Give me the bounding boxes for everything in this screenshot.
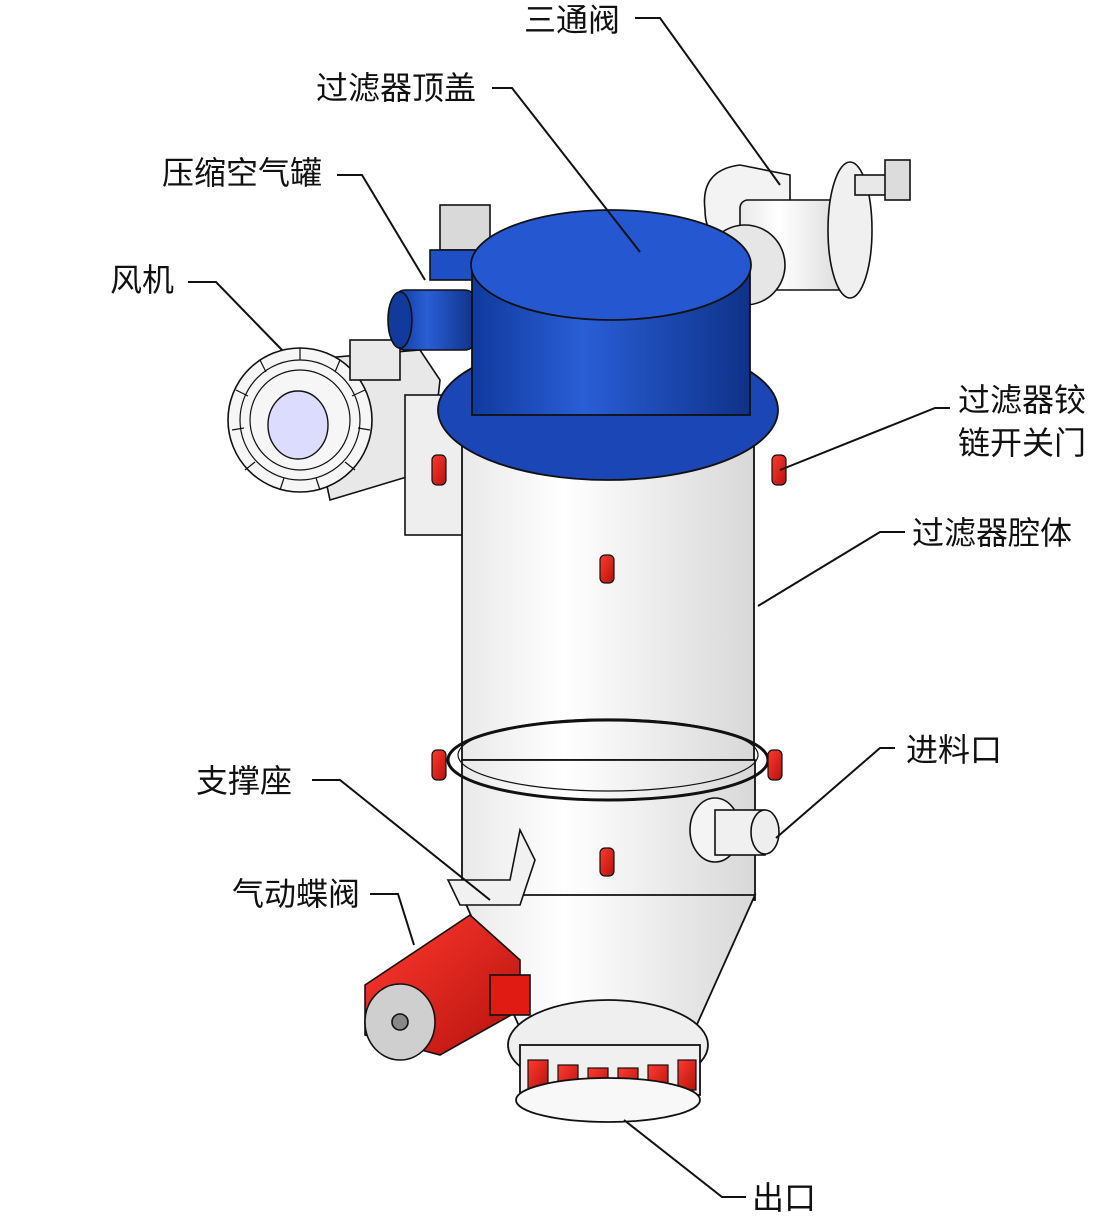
label-filter-hinge-door-line1: 过滤器铰: [958, 381, 1087, 419]
hinge-clamps: [431, 454, 787, 877]
label-fan: 风机: [110, 261, 175, 299]
label-inlet: 进料口: [906, 731, 1003, 769]
fan-unit: [227, 339, 466, 536]
label-pneumatic-butterfly-valve: 气动蝶阀: [232, 875, 361, 913]
pneumatic-butterfly-valve: [364, 913, 531, 1061]
label-support-seat: 支撑座: [196, 762, 293, 800]
label-filter-hinge-door-line2: 链开关门: [958, 424, 1087, 462]
support-seat: [446, 827, 536, 906]
filter-top-cover: [437, 209, 779, 481]
label-outlet: 出口: [752, 1179, 817, 1217]
label-filter-top-cover: 过滤器顶盖: [316, 69, 477, 107]
inlet-pipe: [689, 797, 780, 863]
label-compressed-air-tank: 压缩空气罐: [162, 154, 323, 192]
label-three-way-valve: 三通阀: [524, 1, 621, 39]
label-filter-body: 过滤器腔体: [912, 514, 1073, 552]
leader-lines: [188, 17, 950, 1198]
filter-body-cylinder: [446, 439, 770, 901]
cone-outlet: [460, 894, 757, 1123]
